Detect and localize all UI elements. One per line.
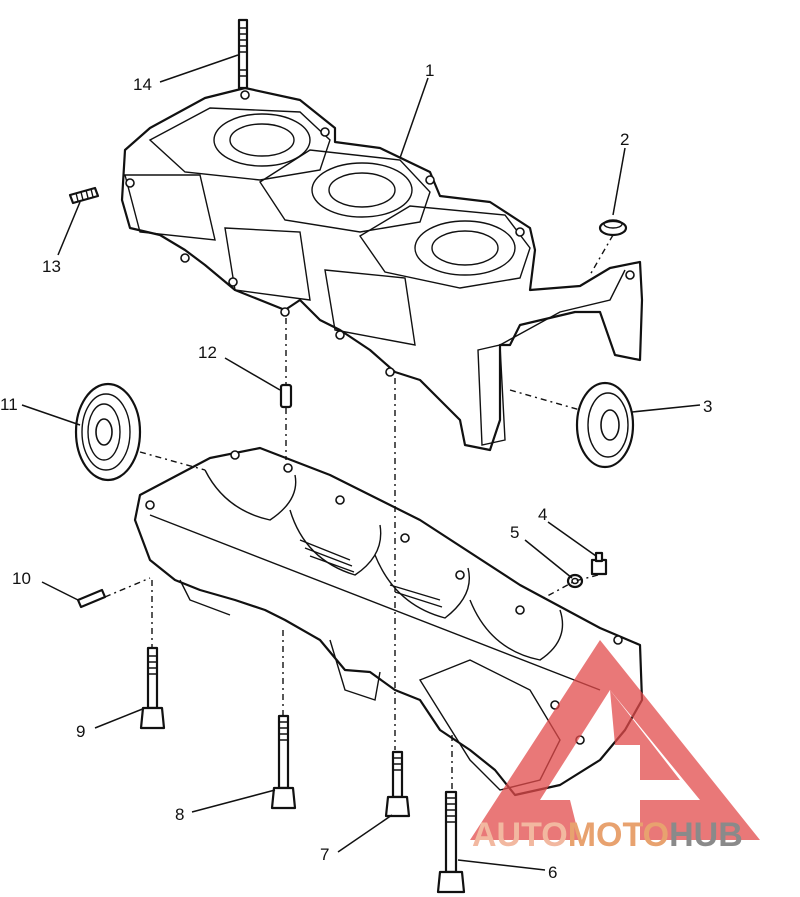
callout-14: 14	[133, 75, 152, 94]
bolt-9	[139, 646, 166, 730]
stud-14	[237, 18, 249, 90]
callout-2: 2	[620, 130, 629, 149]
drain-plug-4	[590, 551, 608, 576]
dowel-pin-12	[279, 383, 293, 409]
callout-13: 13	[42, 257, 61, 276]
callout-9: 9	[76, 722, 85, 741]
callout-1: 1	[425, 61, 434, 80]
callout-labels: 1 2 3 4 5 6 7 8 9 10 11 12 13 14	[0, 61, 712, 882]
stud-13	[68, 186, 100, 205]
center-lines	[104, 234, 614, 792]
bolt-7	[384, 750, 411, 818]
callout-6: 6	[548, 863, 557, 882]
oil-seal-3	[575, 381, 635, 469]
watermark-text: AUTOMOTOHUB	[472, 816, 743, 854]
lower-crankcase	[133, 446, 644, 797]
watermark-hub: HUB	[669, 816, 743, 854]
oil-seal-11	[74, 382, 142, 482]
callout-4: 4	[538, 505, 547, 524]
plug-2	[598, 219, 628, 237]
watermark-moto: MOTO	[568, 816, 669, 854]
watermark-triangle	[470, 640, 760, 840]
callout-11: 11	[0, 395, 18, 414]
callout-8: 8	[175, 805, 184, 824]
callout-10: 10	[12, 569, 31, 588]
callout-12: 12	[198, 343, 217, 362]
bolt-8	[270, 714, 297, 810]
callout-5: 5	[510, 523, 519, 542]
bolt-6	[436, 790, 466, 894]
pin-10	[76, 588, 107, 609]
leader-lines	[21, 54, 701, 871]
watermark-auto: AUTO	[472, 816, 568, 854]
callout-7: 7	[320, 845, 329, 864]
callout-3: 3	[703, 397, 712, 416]
watermark-logo	[470, 640, 760, 840]
upper-crankcase	[120, 86, 644, 452]
